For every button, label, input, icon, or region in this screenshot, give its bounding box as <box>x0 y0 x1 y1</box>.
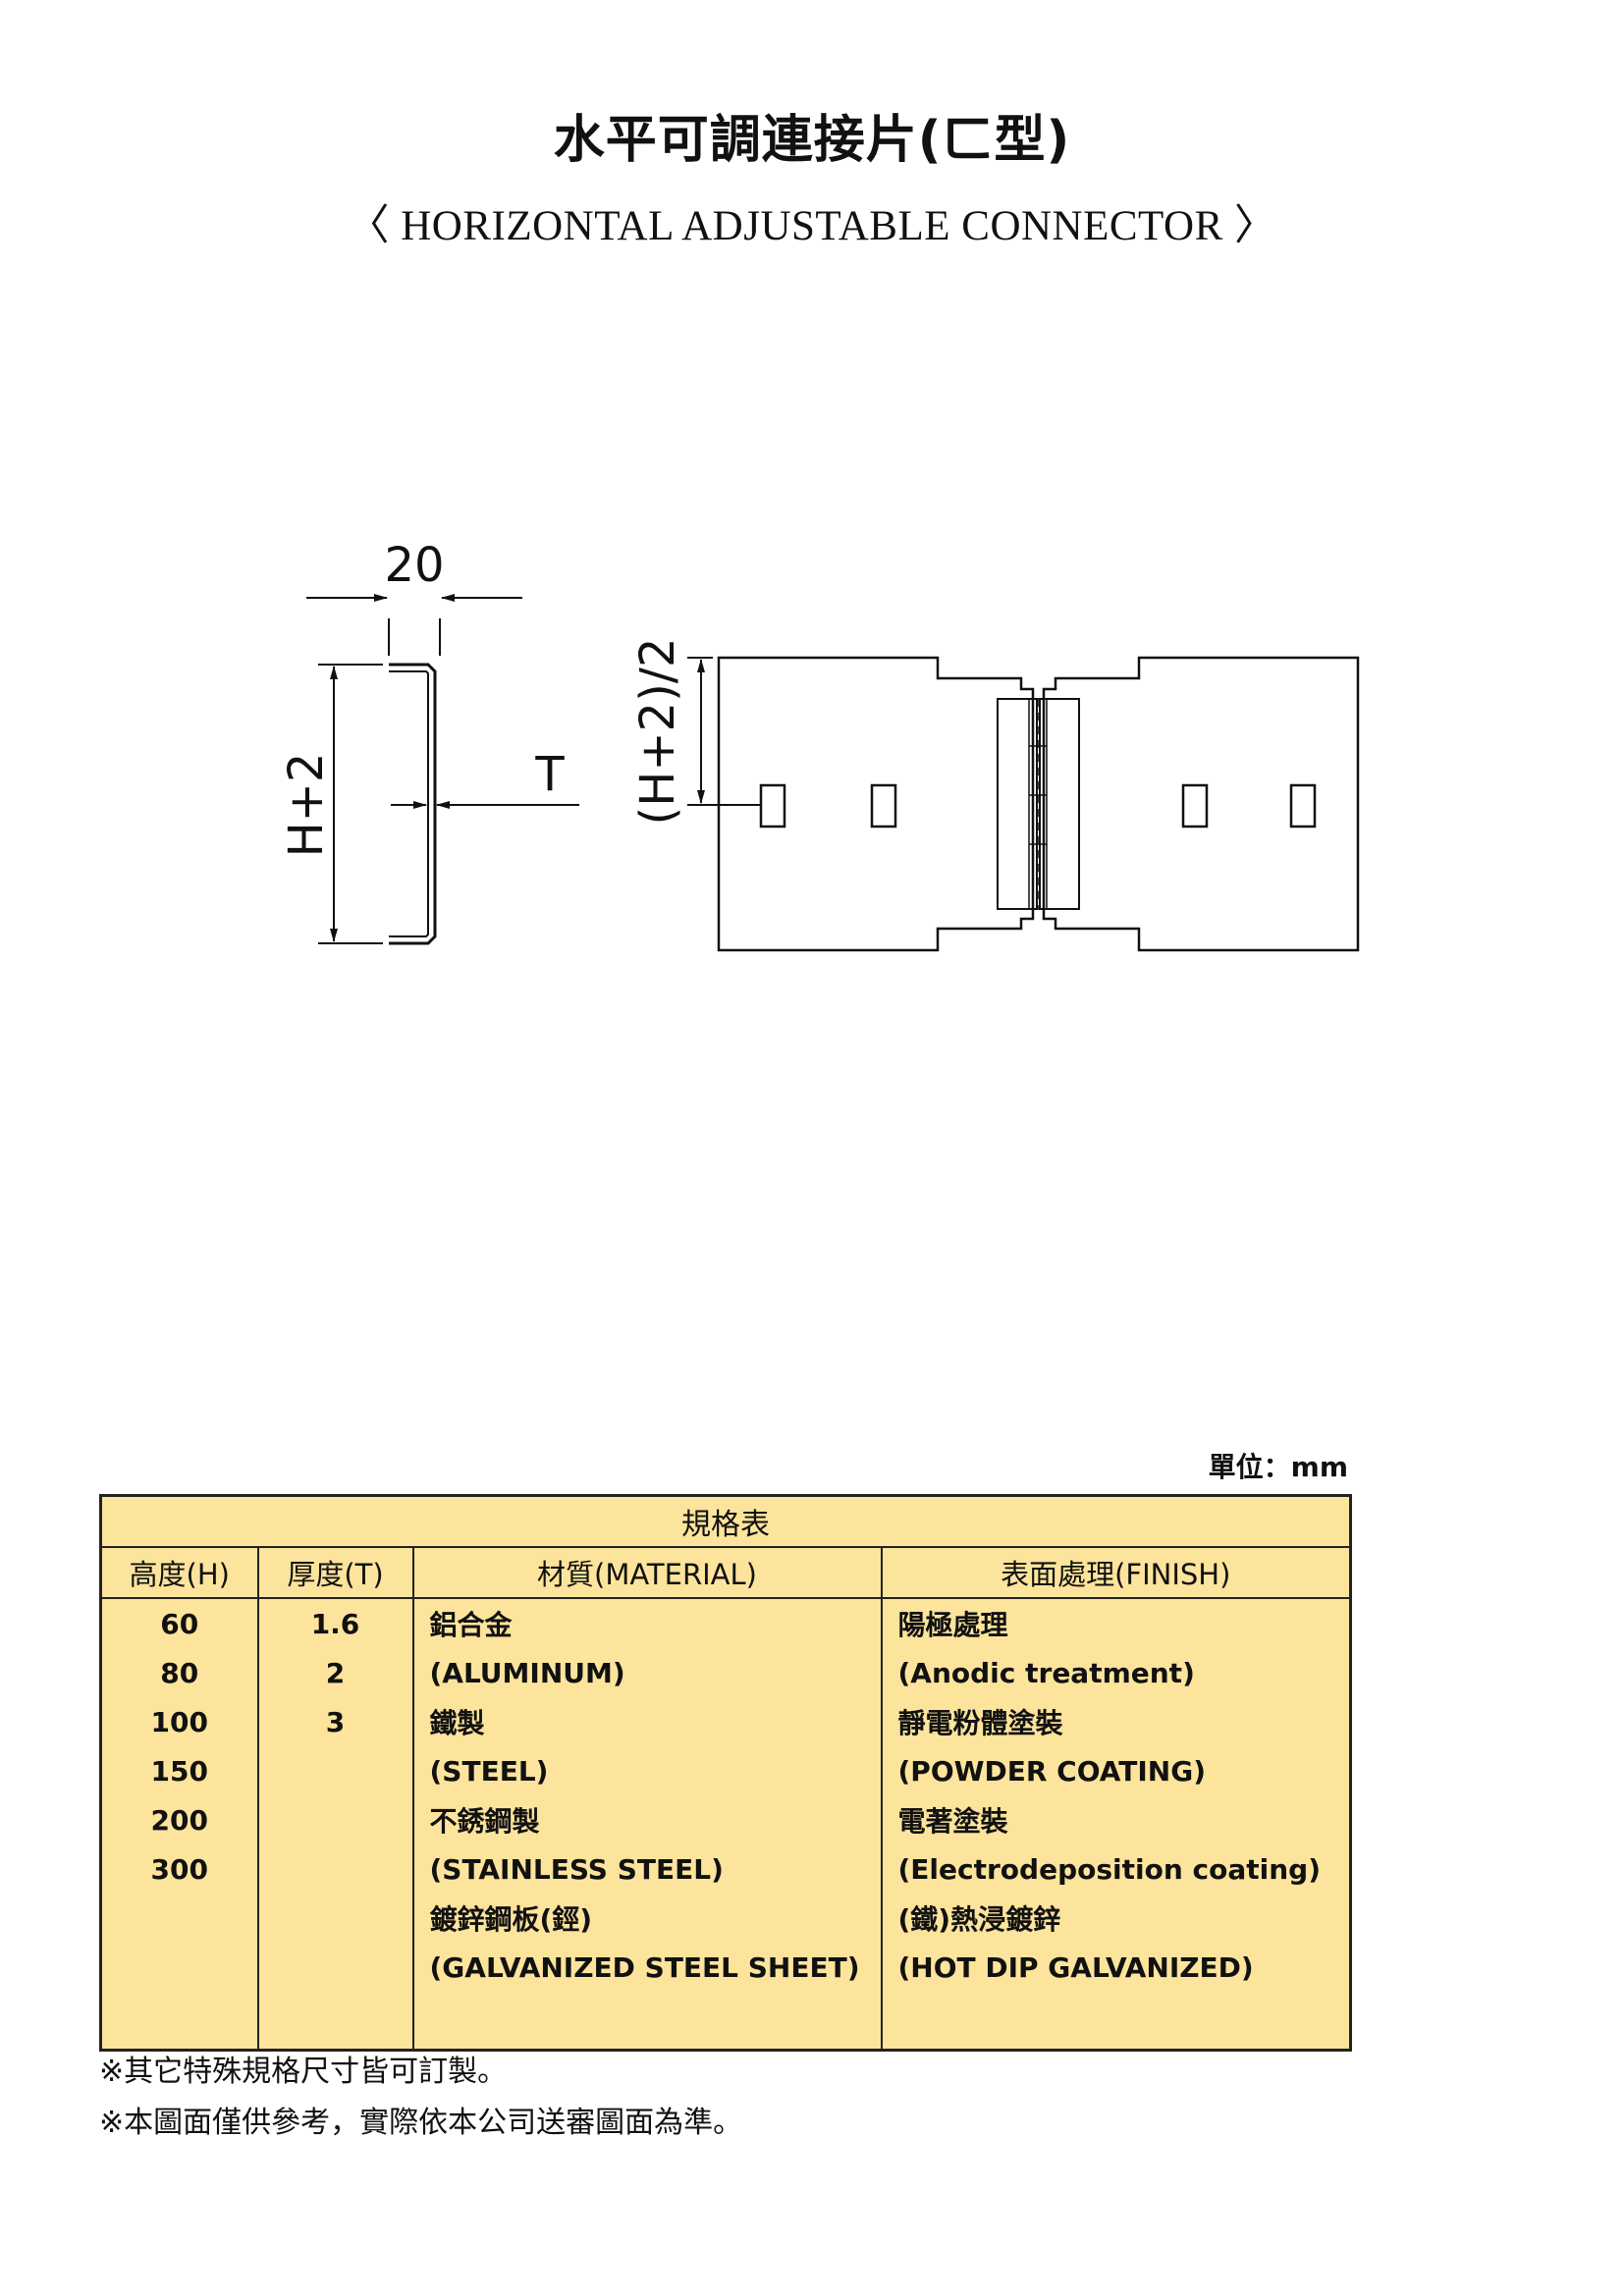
profile-view <box>306 594 579 945</box>
cell-height <box>99 1943 259 1992</box>
header-height: 高度(H) <box>99 1547 259 1599</box>
cell-height: 200 <box>99 1795 259 1844</box>
cell-material: (STAINLESS STEEL) <box>411 1844 883 1894</box>
table-row: 60 1.6 鋁合金 陽極處理 <box>99 1598 1352 1648</box>
table-header-row: 高度(H) 厚度(T) 材質(MATERIAL) 表面處理(FINISH) <box>99 1547 1352 1599</box>
header-finish: 表面處理(FINISH) <box>880 1547 1352 1599</box>
right-plate <box>1039 656 1360 952</box>
cell-thickness <box>256 1894 414 1943</box>
cell-material: 鍍鋅鋼板(鋞) <box>411 1894 883 1943</box>
hinge-centre <box>1028 698 1048 910</box>
cell-thickness <box>256 1844 414 1894</box>
left-plate <box>717 656 1038 952</box>
cell-finish: 電著塗裝 <box>880 1795 1352 1844</box>
cell-finish: 靜電粉體塗裝 <box>880 1697 1352 1746</box>
table-row: 200 不銹鋼製 電著塗裝 <box>99 1795 1352 1844</box>
cell-finish: 陽極處理 <box>880 1598 1352 1648</box>
cell-height <box>99 1894 259 1943</box>
cell-height: 60 <box>99 1598 259 1648</box>
table-row: 150 (STEEL) (POWDER COATING) <box>99 1746 1352 1795</box>
cell-material: 不銹鋼製 <box>411 1795 883 1844</box>
table-spacer-row <box>99 1992 1352 2051</box>
dim-width-label: 20 <box>384 538 444 593</box>
cell-thickness <box>256 1943 414 1992</box>
slot-hole <box>1181 783 1209 828</box>
unit-label: 單位：mm <box>1208 1451 1348 1483</box>
cell-finish: (Electrodeposition coating) <box>880 1844 1352 1894</box>
cell-thickness <box>256 1746 414 1795</box>
cell-thickness: 2 <box>256 1648 414 1697</box>
slot-hole <box>870 783 897 828</box>
footnote: ※其它特殊規格尺寸皆可訂製。 <box>99 2055 508 2089</box>
header-thickness: 厚度(T) <box>256 1547 414 1599</box>
cell-material: (GALVANIZED STEEL SHEET) <box>411 1943 883 1992</box>
technical-drawing: 20 H+2 T (H+2)/2 <box>279 538 1360 952</box>
cell-height: 80 <box>99 1648 259 1697</box>
table-row: 300 (STAINLESS STEEL) (Electrodeposition… <box>99 1844 1352 1894</box>
slot-hole <box>759 783 786 828</box>
cell-finish: (HOT DIP GALVANIZED) <box>880 1943 1352 1992</box>
table-row: (GALVANIZED STEEL SHEET) (HOT DIP GALVAN… <box>99 1943 1352 1992</box>
footnote: ※本圖面僅供參考，實際依本公司送審圖面為準。 <box>99 2106 743 2140</box>
cell-material: 鐵製 <box>411 1697 883 1746</box>
dim-thickness-label: T <box>534 747 565 802</box>
cell-finish: (鐵)熱浸鍍鋅 <box>880 1894 1352 1943</box>
header-material: 材質(MATERIAL) <box>411 1547 883 1599</box>
table-row: 80 2 (ALUMINUM) (Anodic treatment) <box>99 1648 1352 1697</box>
dim-height-label: H+2 <box>279 753 334 858</box>
cell-height: 300 <box>99 1844 259 1894</box>
page-subtitle: 〈 HORIZONTAL ADJUSTABLE CONNECTOR 〉 <box>347 203 1277 249</box>
footnotes: ※其它特殊規格尺寸皆可訂製。 ※本圖面僅供參考，實際依本公司送審圖面為準。 <box>99 2047 742 2149</box>
cell-thickness: 1.6 <box>256 1598 414 1648</box>
table-row: 100 3 鐵製 靜電粉體塗裝 <box>99 1697 1352 1746</box>
cell-finish: (Anodic treatment) <box>880 1648 1352 1697</box>
half-height-dimension <box>687 657 762 806</box>
cell-height: 100 <box>99 1697 259 1746</box>
dim-half-height-label: (H+2)/2 <box>630 637 685 825</box>
cell-thickness <box>256 1795 414 1844</box>
table-caption: 規格表 <box>99 1495 1352 1548</box>
spec-table: 規格表 高度(H) 厚度(T) 材質(MATERIAL) 表面處理(FINISH… <box>99 1494 1352 2052</box>
cell-height: 150 <box>99 1746 259 1795</box>
cell-thickness: 3 <box>256 1697 414 1746</box>
cell-finish: (POWDER COATING) <box>880 1746 1352 1795</box>
cell-material: (ALUMINUM) <box>411 1648 883 1697</box>
slot-hole <box>1289 783 1317 828</box>
page-title: 水平可調連接片(ㄈ型) <box>553 111 1071 170</box>
table-row: 鍍鋅鋼板(鋞) (鐵)熱浸鍍鋅 <box>99 1894 1352 1943</box>
cell-material: 鋁合金 <box>411 1598 883 1648</box>
cell-material: (STEEL) <box>411 1746 883 1795</box>
